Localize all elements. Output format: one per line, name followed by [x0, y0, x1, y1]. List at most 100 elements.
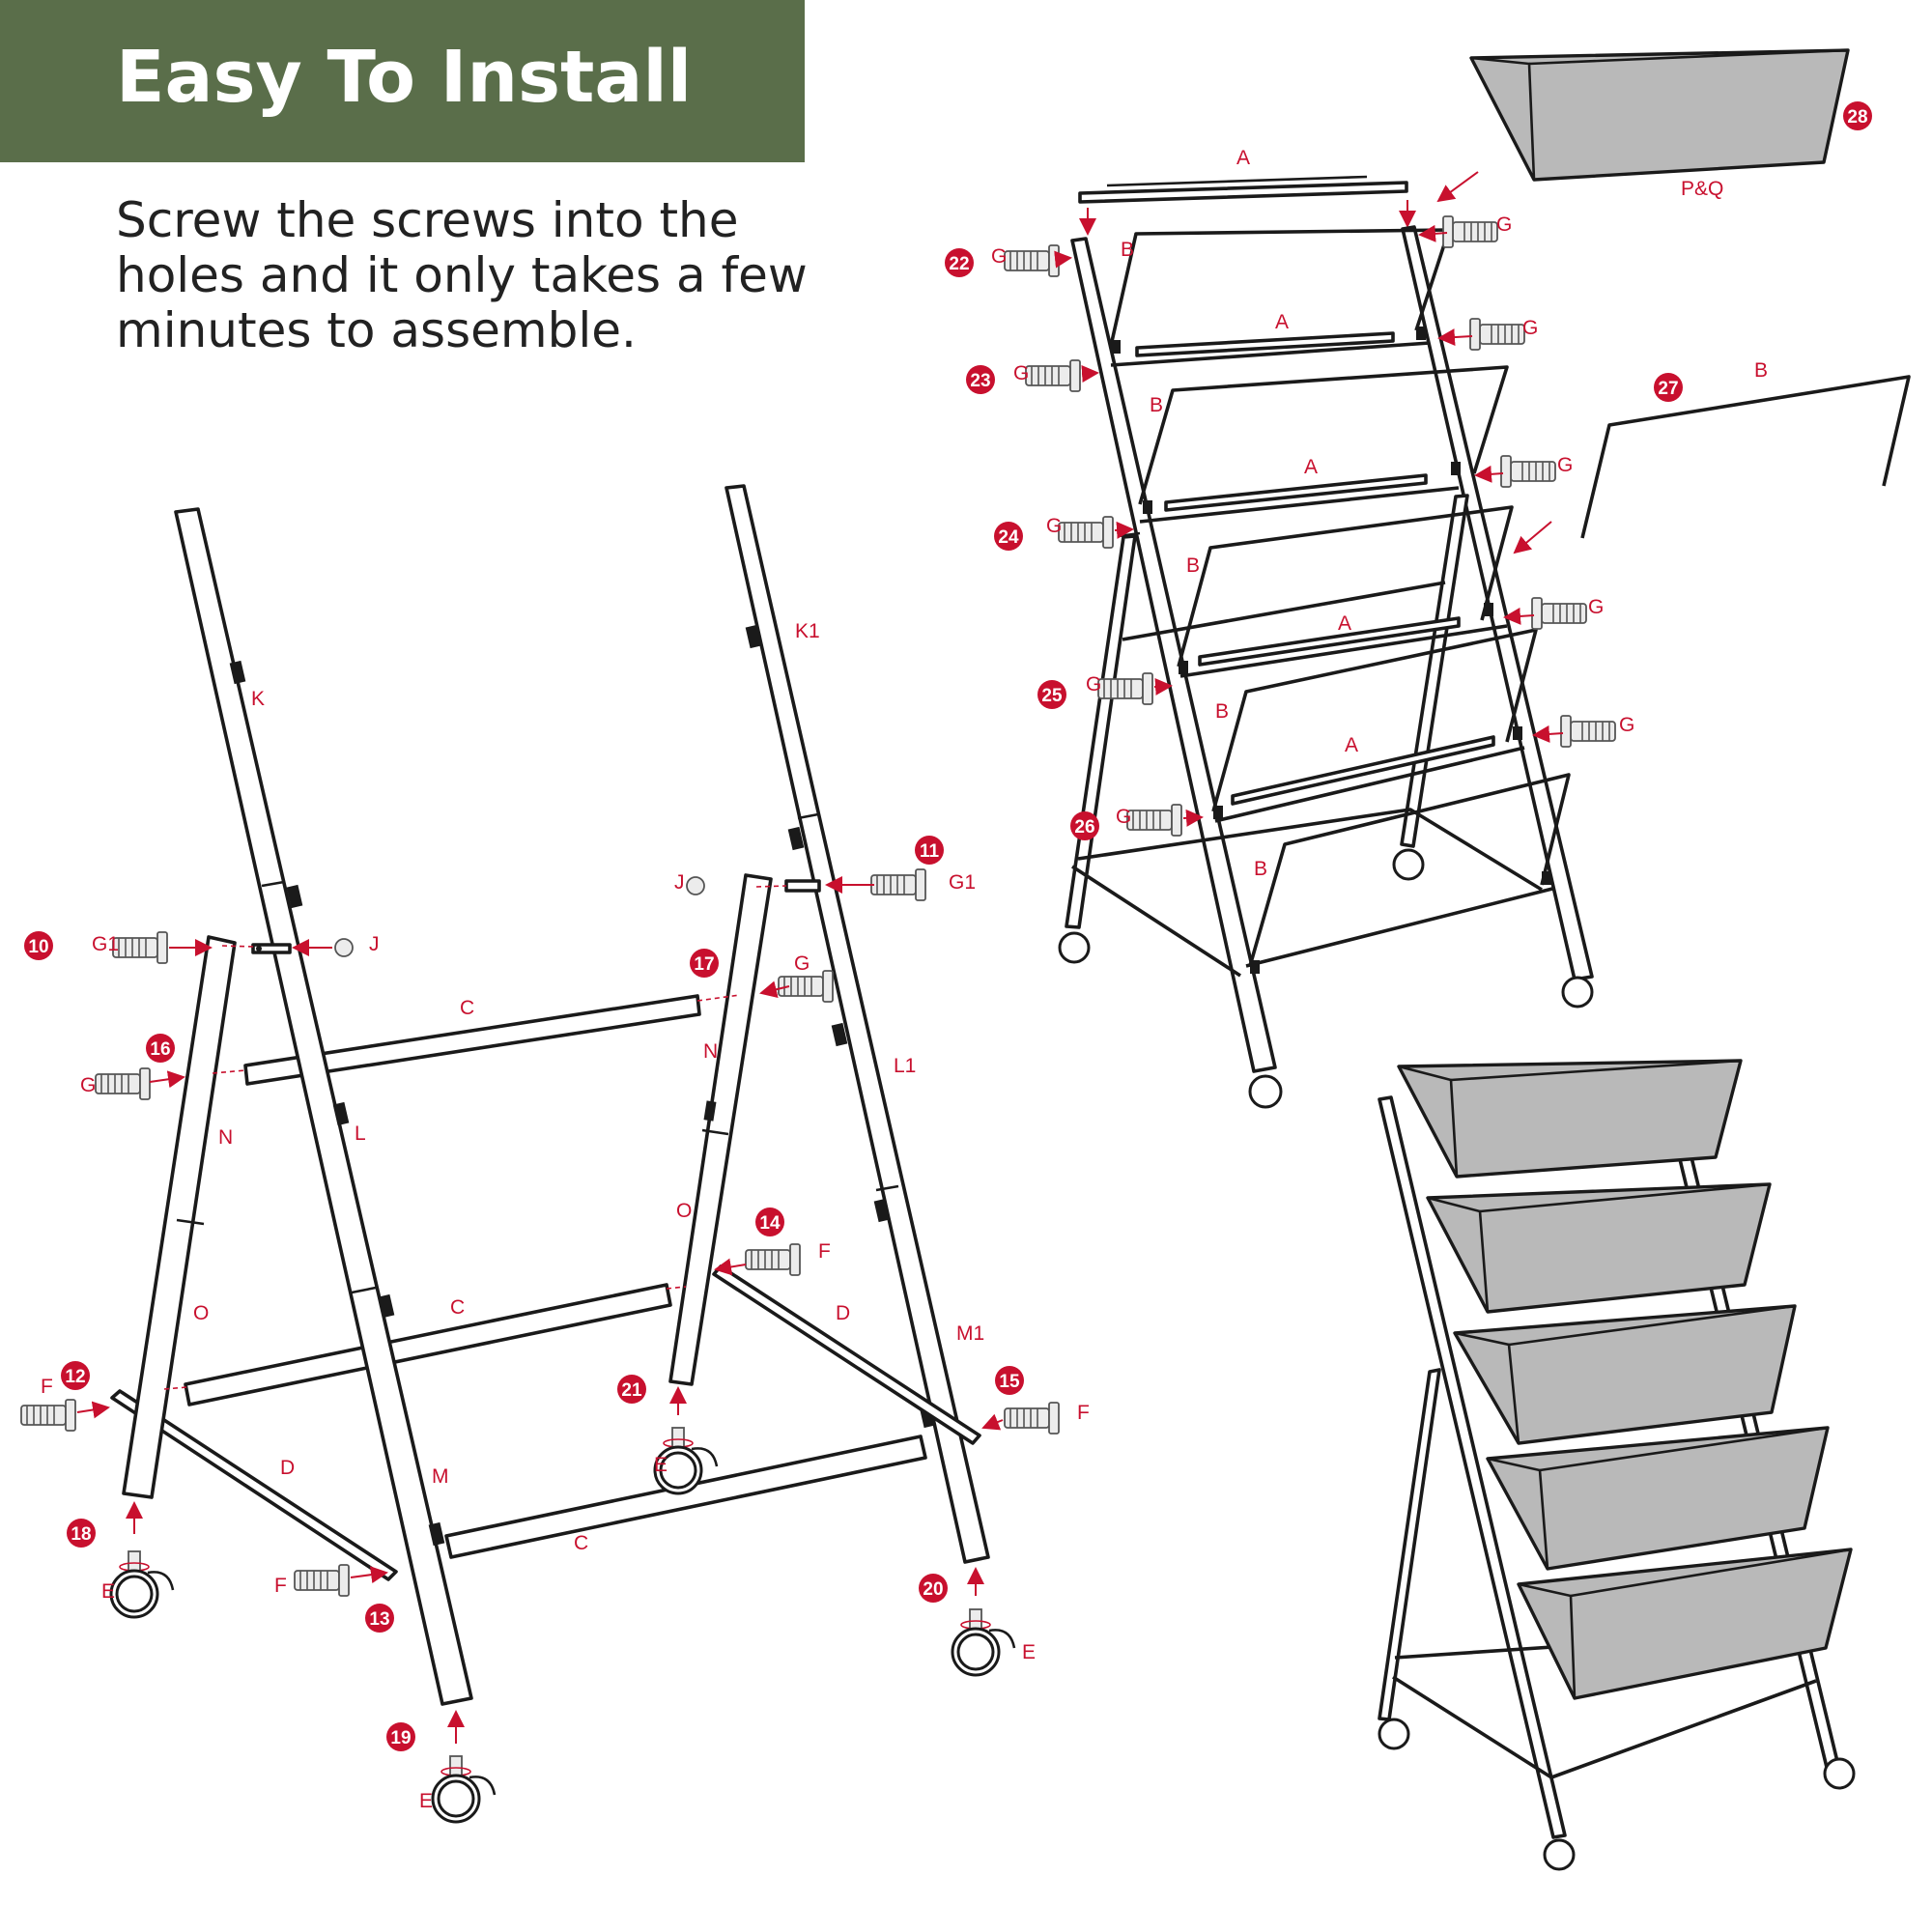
- lbl-G-r4: G: [1588, 596, 1604, 618]
- lbl-C-1: C: [460, 997, 474, 1019]
- lbl-E-21: E: [654, 1454, 668, 1476]
- step-11: 11: [915, 836, 944, 865]
- step-20: 20: [919, 1574, 948, 1603]
- lbl-G-r2: G: [1522, 317, 1538, 339]
- finished-planter-4: [1486, 1426, 1830, 1571]
- lbl-N2: N: [703, 1040, 718, 1063]
- lbl-E-20: E: [1022, 1641, 1036, 1663]
- step-25-number: 25: [1041, 686, 1063, 706]
- bracket-j-left: [251, 943, 292, 954]
- step-22-number: 22: [949, 254, 969, 274]
- lbl-M: M: [432, 1465, 449, 1488]
- step-26-badge: [1070, 811, 1099, 840]
- lbl-B-1: B: [1121, 239, 1134, 261]
- step-27-number: 27: [1658, 379, 1678, 399]
- step-24-badge: [994, 522, 1023, 551]
- pole-k-l-m-left: [174, 507, 473, 1706]
- lbl-A-2: A: [1275, 311, 1289, 333]
- step-23-badge: [966, 365, 995, 394]
- lbl-A-5: A: [1345, 734, 1358, 756]
- lbl-G-26: G: [1116, 806, 1131, 828]
- finished-planter-2: [1426, 1182, 1772, 1314]
- finished-planter-1: [1397, 1059, 1743, 1179]
- lbl-B-2: B: [1150, 394, 1163, 416]
- instruction-text: Screw the screws into the holes and it o…: [116, 192, 808, 358]
- step-19: 19: [386, 1722, 415, 1751]
- step-25-badge: [1037, 680, 1066, 709]
- part-labels: AAAAABBBBBBP&QKK1LL1MM1NNOOCCCDDJJG1G1GG…: [41, 147, 1768, 1812]
- lbl-F-15: F: [1077, 1402, 1090, 1424]
- lbl-G-r1: G: [1496, 213, 1512, 236]
- lbl-PQ: P&Q: [1681, 178, 1723, 200]
- leg-n-o-left: [122, 935, 237, 1499]
- step-27: 27: [1654, 373, 1683, 402]
- lbl-G-r3: G: [1557, 454, 1573, 476]
- step-18: 18: [67, 1519, 96, 1548]
- step-13-number: 13: [369, 1609, 389, 1630]
- lbl-A-3: A: [1304, 456, 1318, 478]
- lbl-G-23: G: [1013, 362, 1029, 384]
- shelf-b-3: [1177, 505, 1514, 668]
- step-15-badge: [995, 1366, 1024, 1395]
- step-11-number: 11: [920, 841, 940, 862]
- lbl-E-19: E: [419, 1790, 433, 1812]
- step-10-number: 10: [28, 937, 48, 957]
- step-26-number: 26: [1074, 817, 1094, 838]
- step-10-badge: [24, 931, 53, 960]
- step-15-number: 15: [999, 1372, 1020, 1392]
- finished-planter-5: [1517, 1548, 1853, 1700]
- finished-planter-stand: [1378, 1059, 1856, 1871]
- shelf-b-1: [1109, 228, 1451, 347]
- step-17: 17: [690, 949, 719, 978]
- leg-n-o-right: [668, 873, 773, 1386]
- pole-k1-l1-m1-right: [724, 484, 990, 1564]
- step-19-number: 19: [390, 1728, 411, 1748]
- step-18-badge: [67, 1519, 96, 1548]
- crossbar-c-upper: [243, 994, 701, 1086]
- step-12-number: 12: [65, 1367, 85, 1387]
- lbl-G-17: G: [794, 952, 810, 975]
- lbl-L1: L1: [894, 1055, 916, 1077]
- lbl-B-3: B: [1186, 554, 1200, 577]
- step-14: 14: [755, 1208, 784, 1236]
- lbl-A-4: A: [1338, 612, 1351, 635]
- finished-front-rail-left: [1378, 1095, 1567, 1839]
- step-13: 13: [365, 1604, 394, 1633]
- rear-support-right: [1400, 494, 1469, 848]
- step-22-badge: [945, 248, 974, 277]
- lbl-G1-10: G1: [92, 933, 119, 955]
- step-18-number: 18: [71, 1524, 91, 1545]
- shelf-b-5: [1248, 773, 1571, 967]
- shelf-a-top: [1078, 181, 1408, 204]
- step-28: 28: [1843, 101, 1872, 130]
- planter-box-28: [1469, 48, 1850, 182]
- step-27-badge: [1654, 373, 1683, 402]
- lbl-G-16: G: [80, 1074, 96, 1096]
- step-23: 23: [966, 365, 995, 394]
- lbl-D-1: D: [280, 1457, 295, 1479]
- step-24: 24: [994, 522, 1023, 551]
- shelf-b-2: [1138, 365, 1509, 505]
- lbl-J-2: J: [674, 871, 685, 894]
- step-23-number: 23: [970, 371, 990, 391]
- step-17-badge: [690, 949, 719, 978]
- lbl-K: K: [251, 688, 265, 710]
- lbl-C-3: C: [574, 1532, 588, 1554]
- step-22: 22: [945, 248, 974, 277]
- step-28-number: 28: [1847, 107, 1867, 128]
- step-19-badge: [386, 1722, 415, 1751]
- step-16-badge: [146, 1034, 175, 1063]
- step-21-number: 21: [621, 1380, 642, 1401]
- step-21: 21: [617, 1375, 646, 1404]
- step-25: 25: [1037, 680, 1066, 709]
- step-12: 12: [61, 1361, 90, 1390]
- lbl-L: L: [355, 1122, 366, 1145]
- crossbar-c-lower: [444, 1435, 927, 1559]
- step-14-number: 14: [759, 1213, 781, 1234]
- step-14-badge: [755, 1208, 784, 1236]
- step-20-number: 20: [923, 1579, 943, 1600]
- step-13-badge: [365, 1604, 394, 1633]
- shelf-b-27-spare: [1580, 375, 1911, 539]
- lbl-B-4: B: [1215, 700, 1229, 723]
